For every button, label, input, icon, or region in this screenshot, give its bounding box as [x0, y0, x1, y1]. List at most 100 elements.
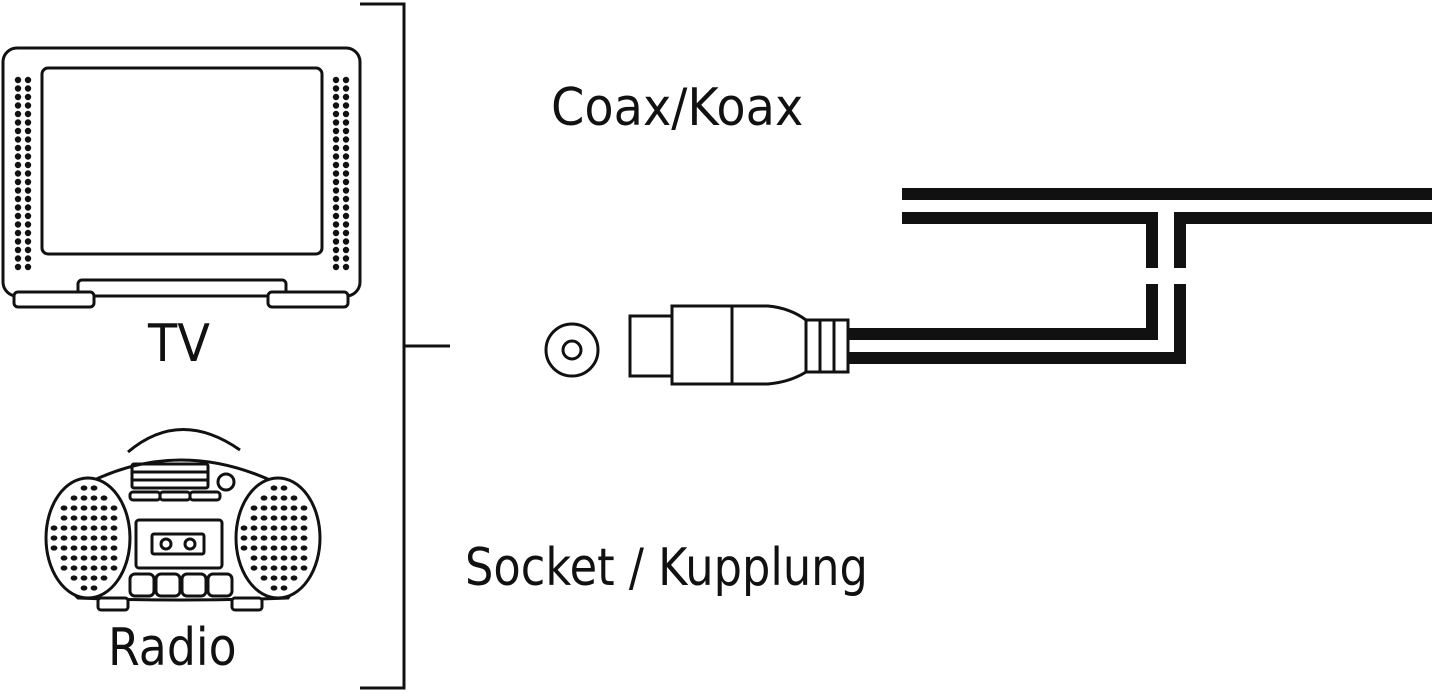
speaker-dot [300, 505, 308, 511]
speaker-dot [260, 555, 268, 561]
speaker-dot [110, 515, 118, 521]
speaker-dot [100, 525, 108, 531]
speaker-dot [110, 555, 118, 561]
speaker-dot [240, 545, 248, 551]
speaker-dot [100, 575, 108, 581]
speaker-dot [110, 545, 118, 551]
speaker-dot [14, 255, 22, 262]
tv-speaker-right [332, 76, 350, 271]
speaker-dot [14, 204, 22, 211]
speaker-dot [24, 153, 32, 160]
speaker-dot [342, 127, 350, 135]
speaker-dot [332, 255, 340, 262]
speaker-dot [70, 495, 78, 501]
speaker-dot [24, 93, 32, 101]
speaker-dot [332, 170, 340, 177]
speaker-dot [24, 119, 32, 126]
coax-connector-icon [628, 304, 850, 386]
speaker-dot [70, 535, 78, 541]
speaker-dot [14, 221, 22, 228]
speaker-dot [332, 195, 340, 203]
speaker-dot [280, 565, 288, 571]
speaker-dot [300, 525, 308, 531]
speaker-dot [290, 565, 298, 571]
speaker-dot [90, 535, 98, 541]
speaker-dot [290, 555, 298, 561]
speaker-dot [14, 238, 22, 245]
speaker-dot [342, 178, 350, 186]
speaker-dot [80, 485, 88, 491]
speaker-dot [280, 515, 288, 521]
speaker-dot [100, 505, 108, 511]
speaker-dot [60, 515, 68, 521]
speaker-dot [280, 575, 288, 581]
speaker-dot [332, 136, 340, 143]
speaker-dot [24, 238, 32, 245]
speaker-dot [14, 178, 22, 186]
speaker-dot [80, 575, 88, 581]
speaker-dot [270, 585, 278, 591]
speaker-dot [14, 85, 22, 92]
speaker-dot [250, 565, 258, 571]
speaker-dot [332, 110, 340, 118]
speaker-dot [90, 485, 98, 491]
speaker-dot [332, 127, 340, 135]
speaker-dot [110, 565, 118, 571]
speaker-dot [50, 525, 58, 531]
speaker-dot [250, 545, 258, 551]
speaker-dot [270, 565, 278, 571]
radio-speaker-left [50, 485, 118, 591]
speaker-dot [250, 505, 258, 511]
speaker-dot [332, 204, 340, 211]
speaker-dot [250, 525, 258, 531]
speaker-dot [80, 515, 88, 521]
speaker-dot [100, 535, 108, 541]
speaker-dot [60, 565, 68, 571]
speaker-dot [300, 555, 308, 561]
speaker-dot [24, 85, 32, 92]
speaker-dot [24, 212, 32, 220]
speaker-dot [270, 535, 278, 541]
speaker-dot [342, 76, 350, 84]
speaker-dot [270, 525, 278, 531]
speaker-dot [280, 545, 288, 551]
speaker-dot [290, 575, 298, 581]
speaker-dot [14, 76, 22, 84]
speaker-dot [342, 238, 350, 245]
speaker-dot [90, 585, 98, 591]
speaker-dot [332, 263, 340, 271]
speaker-dot [14, 195, 22, 203]
coax-cable [848, 188, 1432, 364]
speaker-dot [342, 119, 350, 126]
speaker-dot [332, 144, 340, 152]
speaker-dot [70, 575, 78, 581]
speaker-dot [24, 178, 32, 186]
speaker-dot [90, 545, 98, 551]
speaker-dot [24, 110, 32, 118]
speaker-dot [14, 136, 22, 143]
speaker-dot [70, 515, 78, 521]
speaker-dot [24, 229, 32, 237]
speaker-dot [80, 555, 88, 561]
speaker-dot [280, 495, 288, 501]
speaker-dot [90, 555, 98, 561]
speaker-dot [240, 535, 248, 541]
speaker-dot [260, 505, 268, 511]
device-bracket [360, 2, 450, 690]
speaker-dot [332, 93, 340, 101]
speaker-dot [24, 161, 32, 169]
speaker-dot [290, 515, 298, 521]
speaker-dot [24, 102, 32, 109]
speaker-dot [250, 535, 258, 541]
speaker-dot [14, 161, 22, 169]
speaker-dot [342, 93, 350, 101]
speaker-dot [70, 505, 78, 511]
speaker-dot [14, 187, 22, 194]
speaker-dot [80, 545, 88, 551]
speaker-dot [14, 170, 22, 177]
speaker-dot [260, 495, 268, 501]
speaker-dot [60, 505, 68, 511]
speaker-dot [60, 555, 68, 561]
speaker-dot [90, 575, 98, 581]
speaker-dot [70, 545, 78, 551]
